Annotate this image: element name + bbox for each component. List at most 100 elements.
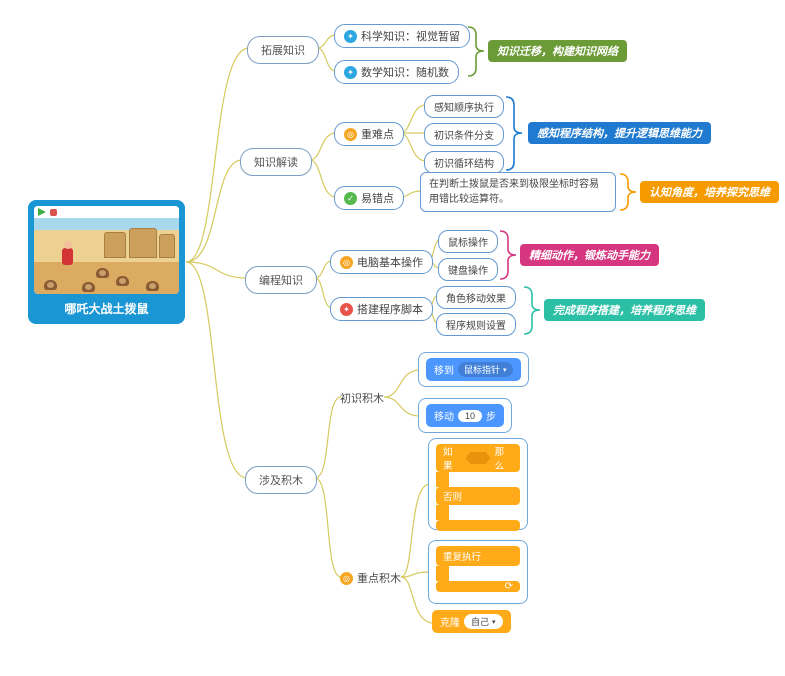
block-spine [436, 472, 449, 487]
node-knowledge-interpretation[interactable]: 知识解读 [240, 148, 312, 176]
node-basic-computer-operation[interactable]: ◎ 电脑基本操作 [330, 250, 433, 274]
block-bottom-bar: ⟳ [436, 581, 520, 592]
desert-scene [34, 218, 179, 294]
game-stage-thumbnail [34, 206, 179, 294]
loop-arrow-icon: ⟳ [504, 581, 513, 592]
node-blocks-involved[interactable]: 涉及积木 [245, 466, 317, 494]
node-label: 在判断土拨鼠是否来到极限坐标时容易用错比较运算符。 [429, 179, 599, 205]
node-loop-structure[interactable]: 初识循环结构 [424, 151, 504, 174]
node-label: 重难点 [361, 129, 394, 141]
error-prone-icon: ✓ [344, 191, 357, 205]
root-title: 哪吒大战土拨鼠 [64, 302, 149, 316]
node-key-difficulties[interactable]: ◎ 重难点 [334, 122, 404, 146]
condition-slot[interactable] [465, 452, 491, 464]
node-label: 鼠标操作 [448, 238, 488, 249]
block-container-repeat[interactable]: 重复执行 ⟳ [428, 540, 528, 604]
node-key-blocks[interactable]: ◎ 重点积木 [340, 570, 401, 586]
building-shape [129, 228, 157, 258]
then-label: 那么 [494, 447, 505, 472]
node-label: 科学知识：视觉暂留 [361, 31, 460, 43]
steps-unit-label: 步 [486, 412, 497, 423]
node-label: 易错点 [361, 193, 394, 205]
node-error-description[interactable]: 在判断土拨鼠是否来到极限坐标时容易用错比较运算符。 [420, 172, 616, 212]
block-container-if-else[interactable]: 如果 那么 否则 [428, 438, 528, 531]
key-difficulties-icon: ◎ [344, 127, 357, 141]
block-bottom-bar [436, 520, 520, 531]
brace-expand [467, 26, 485, 77]
node-label: 数学知识：随机数 [361, 67, 449, 79]
if-else-block[interactable]: 如果 那么 否则 [436, 444, 520, 531]
block-container-moveto[interactable]: 移到 鼠标指针 ▾ [418, 352, 529, 387]
else-bar: 否则 [436, 487, 520, 505]
groundhog-sprite [146, 281, 159, 291]
node-error-prone[interactable]: ✓ 易错点 [334, 186, 404, 210]
clone-dropdown[interactable]: 自己 ▾ [464, 614, 503, 629]
node-programming-knowledge[interactable]: 编程知识 [245, 266, 317, 294]
node-expand-knowledge[interactable]: 拓展知识 [247, 36, 319, 64]
move-steps-block[interactable]: 移动 10 步 [426, 404, 505, 427]
brace-motor [499, 230, 517, 280]
summary-exploratory-thinking[interactable]: 认知角度，培养探究思维 [640, 181, 779, 203]
move-label: 移动 [434, 412, 454, 423]
building-shape [159, 234, 175, 258]
brace-error [619, 173, 637, 211]
groundhog-sprite [116, 276, 129, 286]
moveto-dropdown[interactable]: 鼠标指针 ▾ [458, 362, 513, 377]
node-program-rules[interactable]: 程序规则设置 [436, 313, 516, 336]
root-node[interactable]: 哪吒大战土拨鼠 [28, 200, 185, 324]
key-blocks-icon: ◎ [340, 571, 353, 585]
node-label: 编程知识 [259, 275, 303, 287]
block-spine [436, 505, 449, 520]
summary-logic-thinking[interactable]: 感知程序结构，提升逻辑思维能力 [528, 122, 711, 144]
repeat-block[interactable]: 重复执行 ⟳ [436, 546, 520, 592]
node-sprite-movement-effect[interactable]: 角色移动效果 [436, 286, 516, 309]
node-keyboard-operation[interactable]: 键盘操作 [438, 258, 498, 281]
dropdown-arrow-icon: ▾ [492, 618, 496, 626]
node-build-program-script[interactable]: ✦ 搭建程序脚本 [330, 297, 433, 321]
node-label: 初识积木 [340, 393, 384, 405]
node-label: 初识循环结构 [434, 159, 494, 170]
node-label: 电脑基本操作 [357, 257, 423, 269]
node-science-knowledge[interactable]: ✦ 科学知识：视觉暂留 [334, 24, 470, 48]
groundhog-sprite [44, 280, 57, 290]
node-sequential-execution[interactable]: 感知顺序执行 [424, 95, 504, 118]
block-container-move-steps[interactable]: 移动 10 步 [418, 398, 513, 433]
stop-sign-icon [50, 208, 57, 216]
steps-input[interactable]: 10 [458, 409, 483, 422]
clone-block[interactable]: 克隆 自己 ▾ [432, 610, 511, 633]
node-label: 搭建程序脚本 [357, 304, 423, 316]
node-conditional-branch[interactable]: 初识条件分支 [424, 123, 504, 146]
node-first-blocks[interactable]: 初识积木 [340, 390, 384, 406]
branch-wires [185, 34, 441, 624]
if-bar: 如果 那么 [436, 444, 520, 472]
clone-label: 克隆 [440, 618, 460, 629]
repeat-bar: 重复执行 [436, 546, 520, 566]
science-icon: ✦ [344, 29, 357, 43]
building-shape [104, 232, 126, 258]
node-label: 程序规则设置 [446, 321, 506, 332]
groundhog-sprite [96, 268, 109, 278]
else-label: 否则 [443, 492, 463, 503]
node-math-knowledge[interactable]: ✦ 数学知识：随机数 [334, 60, 459, 84]
node-label: 涉及积木 [259, 475, 303, 487]
moveto-block[interactable]: 移到 鼠标指针 ▾ [426, 358, 521, 381]
node-label: 重点积木 [357, 573, 401, 585]
node-label: 感知顺序执行 [434, 103, 494, 114]
summary-program-thinking[interactable]: 完成程序搭建，培养程序思维 [544, 299, 705, 321]
nezha-sprite [62, 241, 73, 265]
node-label: 角色移动效果 [446, 294, 506, 305]
node-mouse-operation[interactable]: 鼠标操作 [438, 230, 498, 253]
node-label: 初识条件分支 [434, 131, 494, 142]
node-label: 知识解读 [254, 157, 298, 169]
block-spine [436, 566, 449, 581]
moveto-label: 移到 [434, 366, 454, 377]
moveto-dropdown-value: 鼠标指针 [464, 365, 501, 375]
groundhog-sprite [82, 282, 95, 292]
summary-knowledge-transfer[interactable]: 知识迁移，构建知识网络 [488, 40, 627, 62]
if-label: 如果 [443, 447, 453, 472]
summary-motor-skills[interactable]: 精细动作，锻炼动手能力 [520, 244, 659, 266]
math-icon: ✦ [344, 65, 357, 79]
build-script-icon: ✦ [340, 302, 353, 316]
repeat-label: 重复执行 [443, 552, 482, 563]
